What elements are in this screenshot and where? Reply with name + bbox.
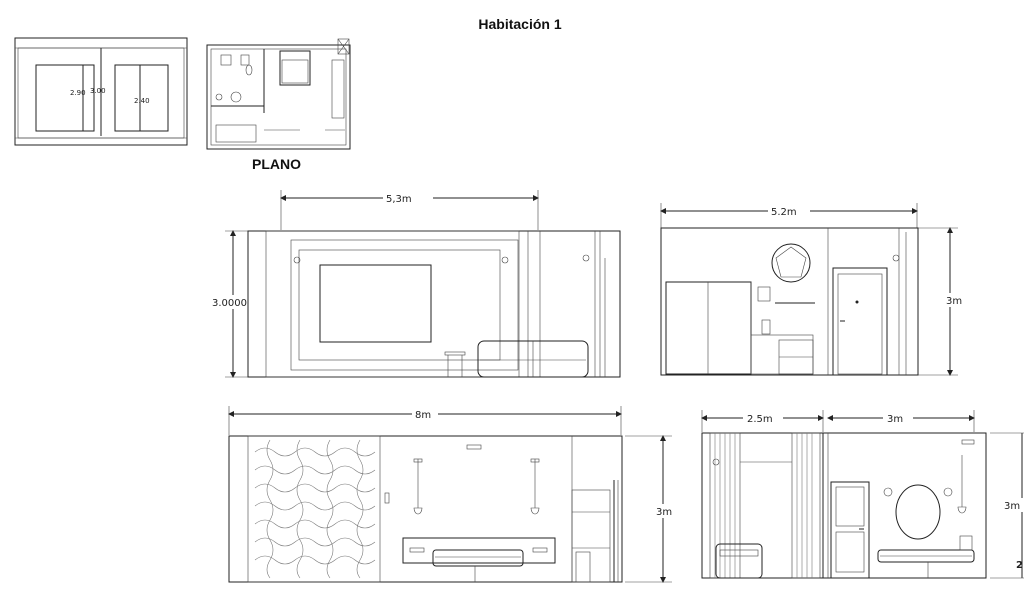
small-plan-dim-right: 2.40: [134, 97, 150, 105]
bath-wall-width-a-label: 2.5m: [747, 414, 773, 425]
bath-wall-edge-label: 2: [1016, 560, 1023, 571]
door-wall-height-label: 3m: [946, 296, 962, 307]
small-plan-dim-left: 2.90: [70, 89, 86, 97]
door-wall-elevation: 5.2m 3m: [660, 203, 966, 376]
bed-wall-elevation: 8m 3m: [228, 406, 676, 583]
small-plan-drawing: 2.90 3.00 2.40: [14, 37, 188, 146]
tv-wall-height-label: 3.0000: [212, 298, 247, 309]
tv-wall-width-label: 5,3m: [386, 194, 412, 205]
plan-label: PLANO: [252, 156, 301, 172]
floor-plan-drawing: [206, 38, 351, 150]
bath-wall-height-label: 3m: [1004, 501, 1020, 512]
tv-wall-elevation: 5,3m 3.0000: [212, 190, 621, 378]
door-wall-width-label: 5.2m: [771, 207, 797, 218]
small-plan-dim-center: 3.00: [90, 87, 106, 95]
bath-wall-elevation: 2.5m 3m 3m 2: [701, 410, 1024, 579]
bath-wall-width-b-label: 3m: [887, 414, 903, 425]
bed-wall-width-label: 8m: [415, 410, 431, 421]
page-title: Habitación 1: [478, 16, 562, 32]
bed-wall-height-label: 3m: [656, 507, 672, 518]
